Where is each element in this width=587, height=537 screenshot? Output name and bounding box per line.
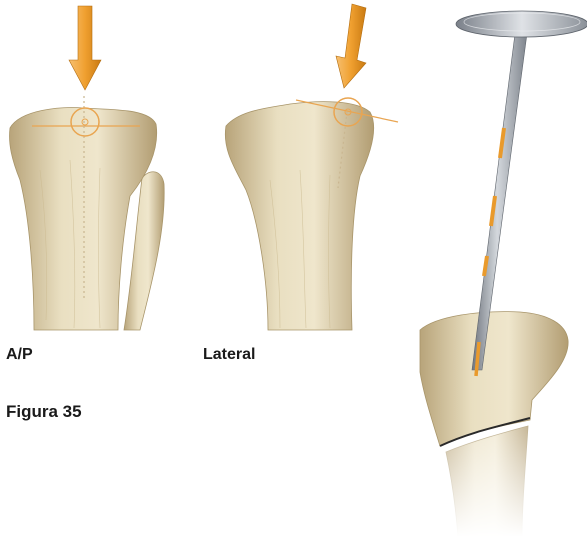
handle-disc bbox=[456, 11, 587, 37]
down-arrow-icon bbox=[336, 4, 366, 88]
down-arrow-icon bbox=[69, 6, 101, 90]
nail-insertion-view bbox=[420, 11, 587, 537]
ap-tibia-view bbox=[9, 108, 164, 330]
figure-caption: Figura 35 bbox=[6, 402, 82, 422]
ap-label: A/P bbox=[6, 346, 33, 364]
proximal-tibia bbox=[420, 312, 568, 446]
lateral-label: Lateral bbox=[203, 346, 255, 364]
lateral-tibia-view bbox=[225, 102, 373, 330]
distal-tibia bbox=[446, 426, 528, 537]
lateral-tibia bbox=[225, 102, 373, 330]
